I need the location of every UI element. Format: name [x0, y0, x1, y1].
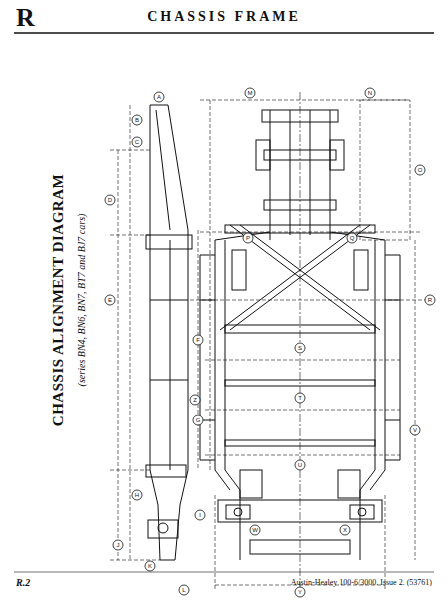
callout-circle [415, 165, 425, 175]
callout-circle [340, 525, 350, 535]
callout-circle [243, 233, 253, 243]
callout-letter: G [196, 417, 201, 423]
callout-circle [190, 395, 200, 405]
callout-circle [113, 540, 123, 550]
callout-circle [347, 233, 357, 243]
callout-circle [295, 343, 305, 353]
callout-letter: V [413, 427, 417, 433]
callout-letter: I [199, 512, 201, 518]
callout-letter: O [418, 167, 423, 173]
callout-letter: B [135, 117, 139, 123]
callout-circle [425, 295, 435, 305]
callout-circle [145, 561, 155, 571]
callout-letter: N [368, 90, 372, 96]
callout-letter: Q [350, 235, 355, 241]
section-heading: CHASSIS FRAME [147, 10, 301, 24]
callout-circle [154, 92, 164, 102]
callout-circle [132, 115, 142, 125]
page-number: R.2 [16, 578, 30, 588]
callout-circle [132, 137, 142, 147]
callout-letter: S [298, 345, 302, 351]
callout-letter: Y [298, 589, 302, 595]
callout-letter: K [148, 563, 152, 569]
callout-letter: E [108, 297, 112, 303]
callout-circle [295, 587, 305, 597]
callout-circle [295, 393, 305, 403]
callout-letter: T [298, 395, 302, 401]
footer-note: Austin-Healey 100-6/3000. Issue 2. (5376… [291, 579, 432, 587]
callout-letter: R [428, 297, 432, 303]
callout-letter: J [117, 542, 120, 548]
callout-circle [132, 490, 142, 500]
callout-letter: L [182, 587, 185, 593]
callout-circle [245, 88, 255, 98]
callout-circle [250, 525, 260, 535]
callout-circle [365, 88, 375, 98]
callout-circle [179, 585, 189, 595]
callout-letter: D [108, 197, 112, 203]
callout-letter: F [196, 337, 200, 343]
callout-letter: X [343, 527, 347, 533]
callout-letter: A [157, 94, 161, 100]
callout-circle [295, 460, 305, 470]
callout-letter: M [248, 90, 253, 96]
subtitle: (series BN4, BN6, BN7, BT7 and BJ7 cars) [77, 214, 87, 387]
callout-circle [195, 510, 205, 520]
callout-letter: C [135, 139, 139, 145]
callout-circle [410, 425, 420, 435]
callout-letter: Z [193, 397, 197, 403]
callout-circle [105, 295, 115, 305]
callout-circle [105, 195, 115, 205]
callout-circle [193, 415, 203, 425]
callout-letter: W [252, 527, 258, 533]
callout-letter: P [246, 235, 250, 241]
diagram-title: CHASSIS ALIGNMENT DIAGRAM [51, 174, 66, 426]
section-letter: R [16, 5, 35, 31]
callout-circle [193, 335, 203, 345]
callout-letter: U [298, 462, 302, 468]
callout-letter: H [135, 492, 139, 498]
